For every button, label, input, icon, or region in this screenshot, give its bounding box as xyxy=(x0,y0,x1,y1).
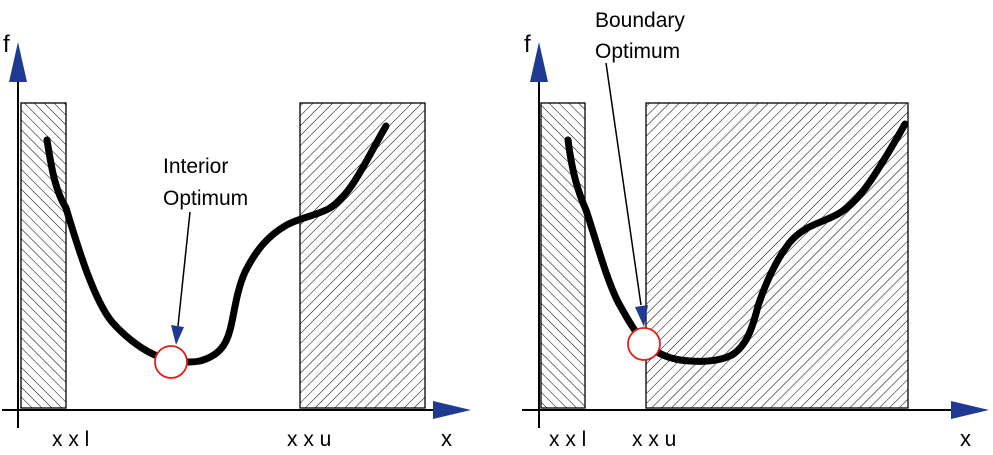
interior-optimum-pointer xyxy=(177,211,191,327)
left-y-axis-label: f xyxy=(3,31,10,58)
boundary-optimum-label-line1: Boundary xyxy=(595,9,685,32)
right-y-axis-arrowhead xyxy=(530,42,548,82)
left-panel: f x x x l x x u Interior Optimum xyxy=(2,31,471,451)
right-upper-bound-label: x x u xyxy=(632,428,676,451)
left-x-axis-arrowhead xyxy=(433,401,471,419)
right-objective-curve xyxy=(564,120,909,365)
right-x-axis-label: x xyxy=(960,426,971,451)
right-x-axis-arrowhead xyxy=(951,401,989,419)
left-upper-infeasible-region xyxy=(299,102,426,409)
left-lower-infeasible-region xyxy=(20,102,67,409)
left-y-axis-arrowhead xyxy=(9,42,27,82)
interior-optimum-pointer-head xyxy=(171,325,184,345)
interior-optimum-marker xyxy=(154,345,188,379)
right-lower-bound-label: x x l xyxy=(549,428,586,451)
boundary-optimum-pointer-head xyxy=(635,305,648,327)
left-lower-bound-label: x x l xyxy=(52,428,89,451)
left-upper-bound-label: x x u xyxy=(287,428,331,451)
left-objective-curve xyxy=(43,122,390,366)
boundary-optimum-pointer xyxy=(605,62,642,306)
interior-optimum-label-line2: Optimum xyxy=(163,187,248,210)
right-panel: f x x x l x x u Boundary Optimum xyxy=(522,9,989,451)
interior-optimum-label-line1: Interior xyxy=(163,155,228,178)
left-x-axis-label: x xyxy=(441,426,452,451)
right-lower-infeasible-region xyxy=(540,102,586,409)
right-y-axis-label: f xyxy=(524,31,531,58)
boundary-optimum-label-line2: Optimum xyxy=(595,40,680,63)
boundary-optimum-marker xyxy=(627,327,661,361)
